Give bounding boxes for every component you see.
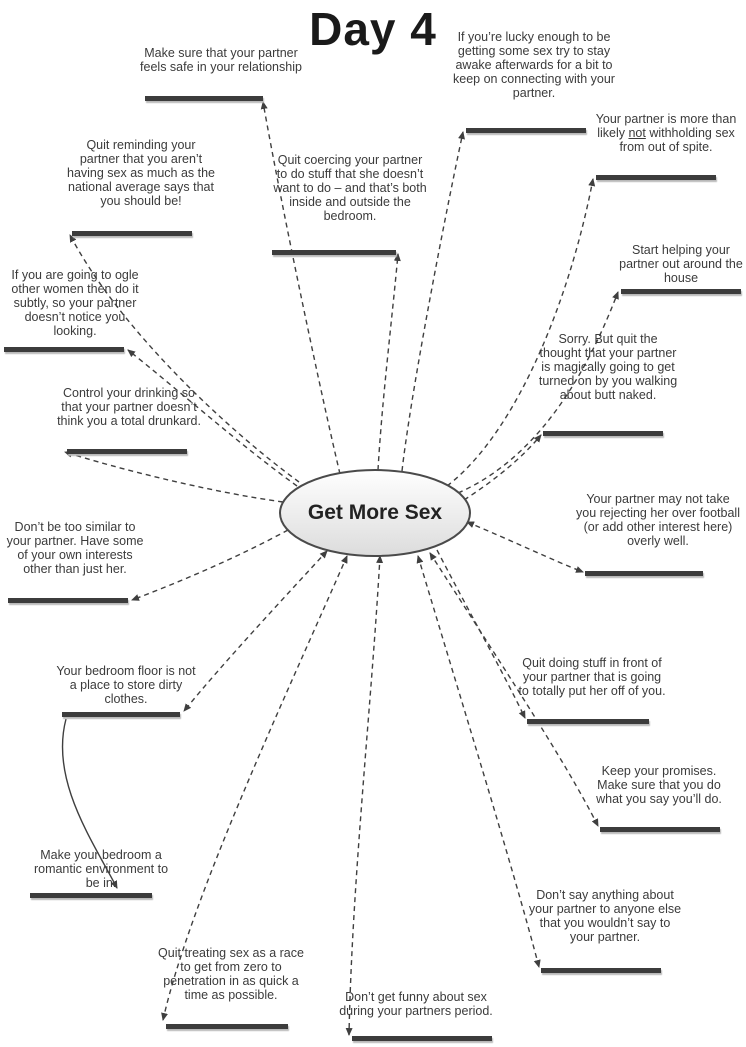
- node-butt-naked: Sorry. But quit the thought that your pa…: [538, 332, 678, 402]
- connector-helping-house: [457, 291, 619, 494]
- node-football: Your partner may not take you rejecting …: [576, 492, 740, 548]
- node-text: withholding sex from out of spite.: [619, 126, 735, 154]
- node-underline-bar: [466, 128, 586, 133]
- node-underline-bar: [62, 712, 180, 717]
- node-quit-coercing: Quit coercing your partner to do stuff t…: [273, 153, 427, 223]
- node-underline-bar: [543, 431, 663, 436]
- node-feel-safe: Make sure that your partner feels safe i…: [140, 46, 302, 74]
- connector-football: [466, 521, 584, 573]
- node-underline-bar: [4, 347, 124, 352]
- node-put-her-off: Quit doing stuff in front of your partne…: [518, 656, 666, 698]
- connector-not-withholding: [446, 178, 596, 487]
- connector-too-similar: [131, 529, 289, 601]
- node-ogle-subtly: If you are going to ogle other women the…: [11, 268, 139, 338]
- node-underline-bar: [8, 598, 128, 603]
- node-underline-bar: [72, 231, 192, 236]
- node-romantic-bedroom: Make your bedroom a romantic environment…: [33, 848, 169, 890]
- node-quit-reminding: Quit reminding your partner that you are…: [67, 138, 215, 208]
- node-dont-say-anything: Don’t say anything about your partner to…: [528, 888, 682, 944]
- connector-dont-say-anything: [416, 555, 541, 968]
- connector-partners-period: [345, 555, 384, 1036]
- node-text: Your partner is more than likely: [595, 112, 737, 140]
- node-partners-period: Don’t get funny about sex during your pa…: [339, 990, 493, 1018]
- connector-drinking: [64, 450, 284, 503]
- connector-race-to-penetration: [161, 555, 348, 1021]
- connector-romantic-bedroom: [61, 718, 118, 889]
- node-text-underlined: not: [628, 126, 646, 140]
- node-underline-bar: [541, 968, 661, 973]
- connector-feel-safe: [260, 101, 341, 475]
- connector-put-her-off: [436, 549, 526, 719]
- node-underline-bar: [352, 1036, 492, 1041]
- node-underline-bar: [67, 449, 187, 454]
- node-keep-promises: Keep your promises. Make sure that you d…: [596, 764, 722, 806]
- node-underline-bar: [600, 827, 720, 832]
- node-race-to-penetration: Quit treating sex as a race to get from …: [158, 946, 304, 1002]
- connector-butt-naked: [463, 434, 542, 501]
- node-underline-bar: [527, 719, 649, 724]
- connector-ogle-subtly: [127, 349, 298, 487]
- node-underline-bar: [166, 1024, 288, 1029]
- connector-bedroom-floor: [183, 550, 328, 712]
- node-underline-bar: [585, 571, 703, 576]
- connector-lucky-enough: [401, 131, 465, 472]
- node-underline-bar: [30, 893, 152, 898]
- node-bedroom-floor: Your bedroom floor is not a place to sto…: [56, 664, 196, 706]
- connector-quit-reminding: [69, 234, 300, 483]
- node-helping-house: Start helping your partner out around th…: [619, 243, 743, 285]
- node-underline-bar: [272, 250, 396, 255]
- node-too-similar: Don’t be too similar to your partner. Ha…: [6, 520, 144, 576]
- node-drinking: Control your drinking so that your partn…: [57, 386, 201, 428]
- connector-quit-coercing: [377, 253, 401, 471]
- node-not-withholding: Your partner is more than likely not wit…: [592, 112, 740, 154]
- node-underline-bar: [145, 96, 263, 101]
- center-ellipse: [279, 469, 471, 557]
- node-underline-bar: [621, 289, 741, 294]
- page-title: Day 4: [309, 3, 437, 55]
- center-topic-label: Get More Sex: [307, 501, 443, 524]
- node-lucky-enough: If you’re lucky enough to be getting som…: [453, 30, 615, 100]
- node-underline-bar: [596, 175, 716, 180]
